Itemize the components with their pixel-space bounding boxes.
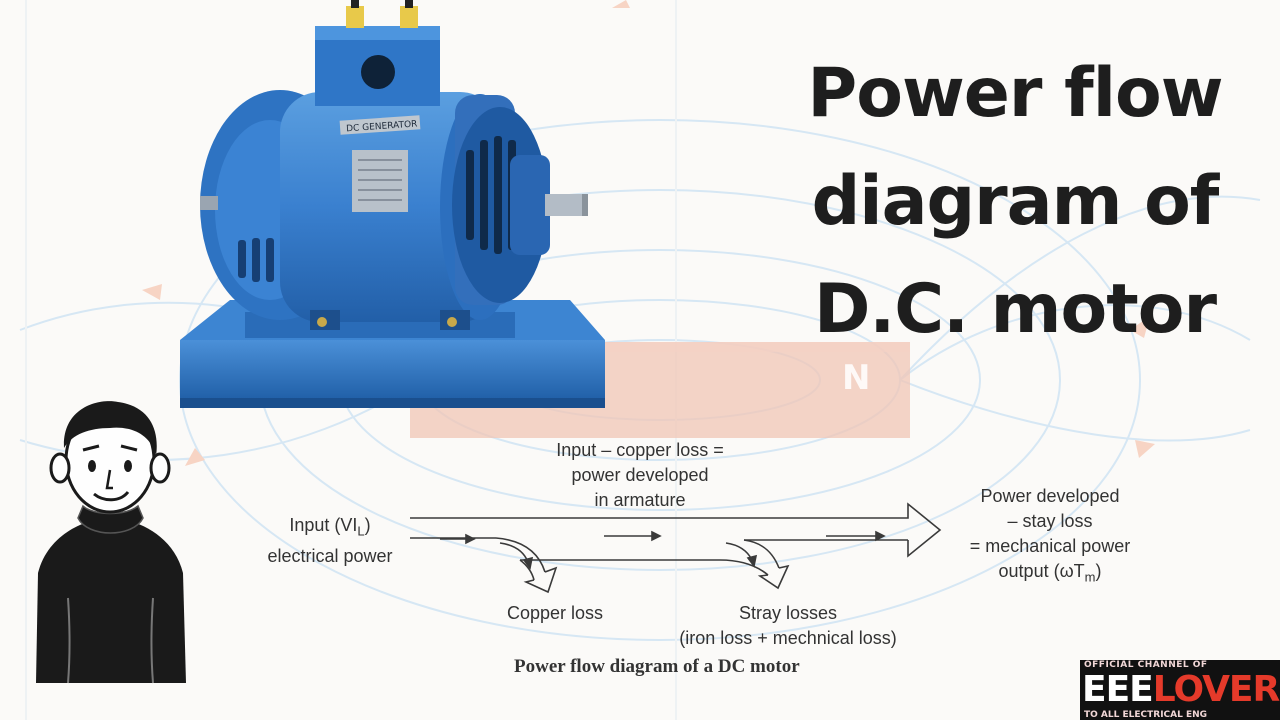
input-power-label: Input (VIL) electrical power: [267, 515, 393, 566]
logo-brand: EEELOVERS: [1082, 669, 1280, 710]
title-line-3: D.C. motor: [813, 270, 1217, 349]
magnet-north-letter: N: [842, 358, 871, 398]
stray-losses-label: Stray losses (iron loss + mechnical loss…: [679, 603, 897, 648]
copper-loss-label: Copper loss: [506, 603, 604, 623]
logo-top-text: OFFICIAL CHANNEL OF: [1084, 660, 1208, 670]
title-line-2: diagram of: [811, 162, 1220, 241]
nameplate-text: DC GENERATOR: [346, 119, 418, 134]
dc-motor-image: DC GENERATOR: [180, 0, 605, 408]
logo-bottom-text: TO ALL ELECTRICAL ENG: [1084, 710, 1208, 720]
diagram-caption: Power flow diagram of a DC motor: [514, 656, 800, 677]
cartoon-person: [36, 401, 186, 684]
mechanical-output-label: Power developed – stay loss = mechanical…: [969, 486, 1131, 585]
page-title: Power flow diagram of D.C. motor: [760, 40, 1270, 364]
title-line-1: Power flow: [807, 54, 1223, 133]
power-developed-label: Input – copper loss = power developed in…: [556, 440, 724, 510]
channel-logo: OFFICIAL CHANNEL OF EEELOVERS TO ALL ELE…: [1080, 660, 1280, 720]
